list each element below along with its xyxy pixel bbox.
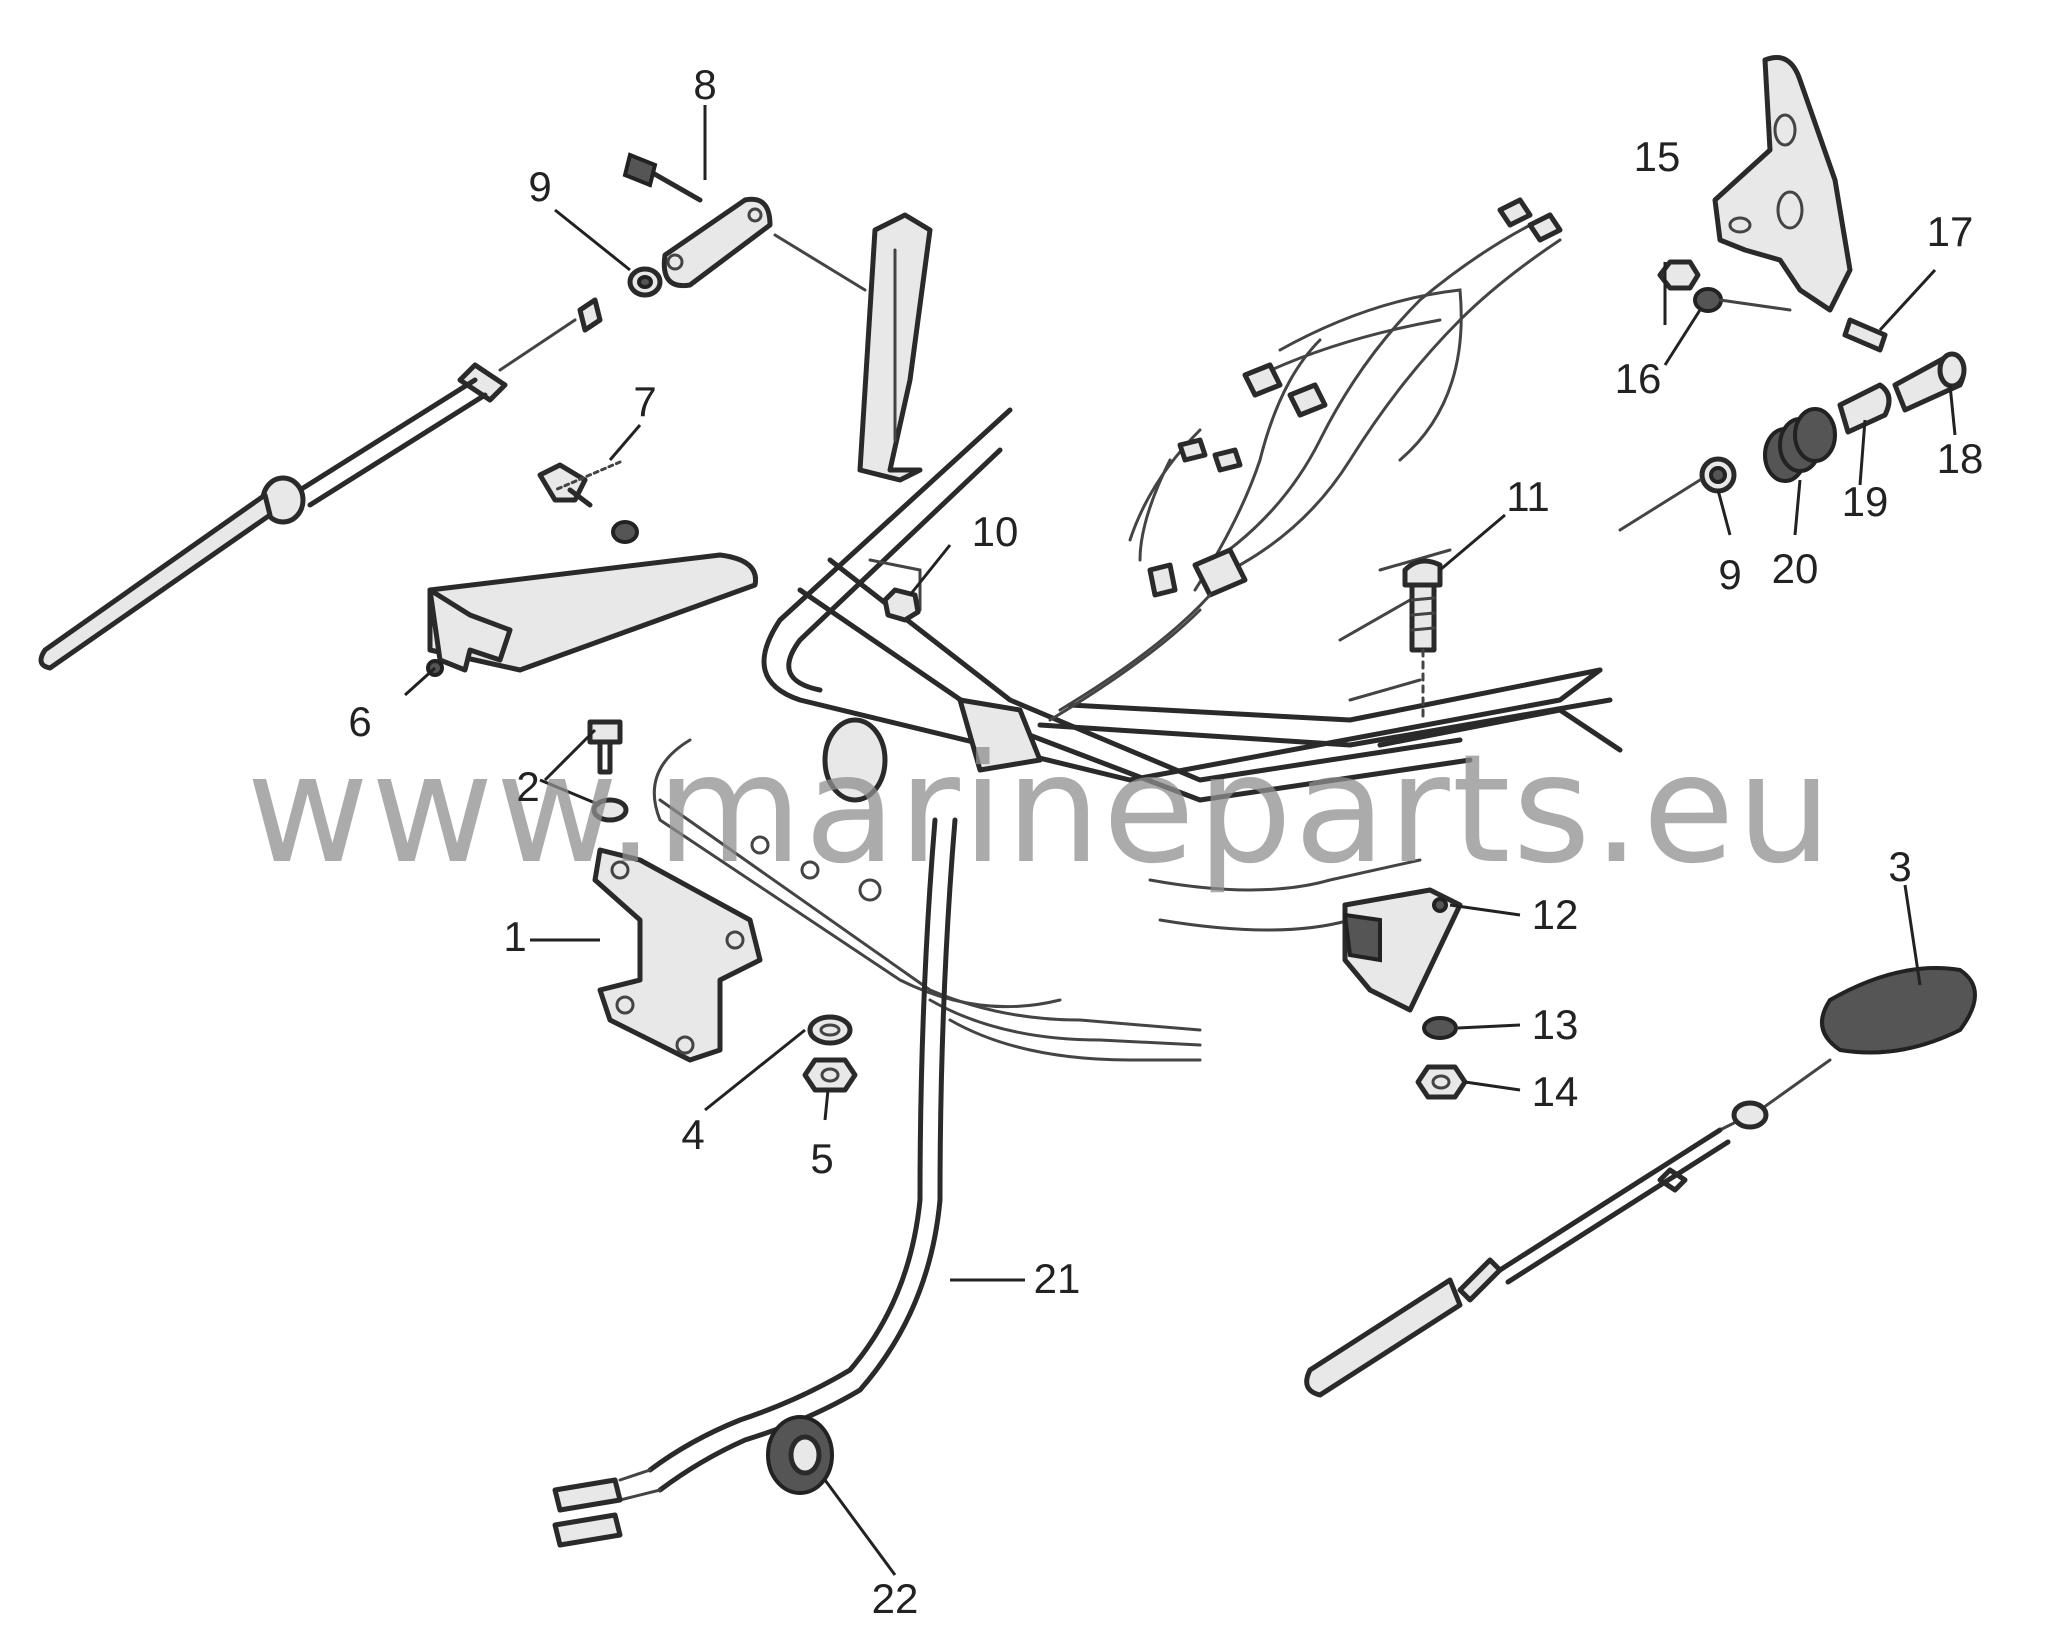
callout-7: 7 [633,378,656,425]
part-18-bushing [1892,351,1967,413]
callout-9-left: 9 [528,163,551,210]
part-5-nut [802,1057,858,1093]
right-control-cable [1304,1058,1832,1398]
leader-lines [403,105,1957,1576]
callout-6: 6 [348,698,371,745]
part-6-cable-retainer [426,552,759,677]
part-12-cable-mount [1342,887,1463,1013]
callout-19: 19 [1842,478,1889,525]
part-19-sleeve [1837,382,1892,435]
callout-11: 11 [1506,473,1550,520]
steering-arm [773,212,933,483]
watermark: www.marineparts.eu [246,723,1834,897]
part-17-spring-pin [1842,317,1888,353]
callout-14: 14 [1532,1068,1579,1115]
callout-21: 21 [1034,1255,1081,1302]
callout-22: 22 [872,1575,919,1622]
part-22-grommet [766,1415,834,1495]
part-14-nut [1415,1064,1468,1100]
bottom-cowl-frame [652,407,1623,1062]
part-1-bracket [592,847,763,1063]
callout-2: 2 [516,763,539,810]
callout-1: 1 [503,913,526,960]
part-13-washer [1422,1016,1458,1040]
callout-9-right: 9 [1718,551,1741,598]
part-2-screw-washer [587,719,629,823]
callout-15: 15 [1634,133,1681,180]
part-7-bolt-washer [537,460,639,544]
part-8-throttle-link [622,152,773,289]
callout-13: 13 [1532,1001,1579,1048]
callout-5: 5 [810,1135,833,1182]
part-21-wire-lead [552,817,958,1548]
callout-8: 8 [693,61,716,108]
callout-10: 10 [972,508,1019,555]
part-3-cable-end [1820,966,1977,1055]
part-11-bolt [1402,558,1443,722]
part-4-lock-washer [807,1014,853,1046]
callout-18: 18 [1937,435,1984,482]
part-20-spring [1763,407,1837,483]
callout-17: 17 [1927,208,1974,255]
left-control-cable [38,297,603,671]
wire-harness [1048,197,1563,722]
callout-3: 3 [1888,843,1911,890]
link-plate [1712,55,1853,313]
callout-20: 20 [1772,545,1819,592]
part-10-nut [882,587,921,623]
part-9-washer-left [627,266,663,298]
part-9-washer-right [1618,456,1737,532]
callout-4: 4 [681,1111,704,1158]
callout-labels: 1 2 3 4 5 6 7 8 9 9 10 11 12 13 14 15 16… [348,61,1983,1622]
callout-16: 16 [1615,355,1662,402]
part-16-washer [1693,287,1792,313]
part-15-nut [1657,259,1701,291]
callout-12: 12 [1532,891,1579,938]
